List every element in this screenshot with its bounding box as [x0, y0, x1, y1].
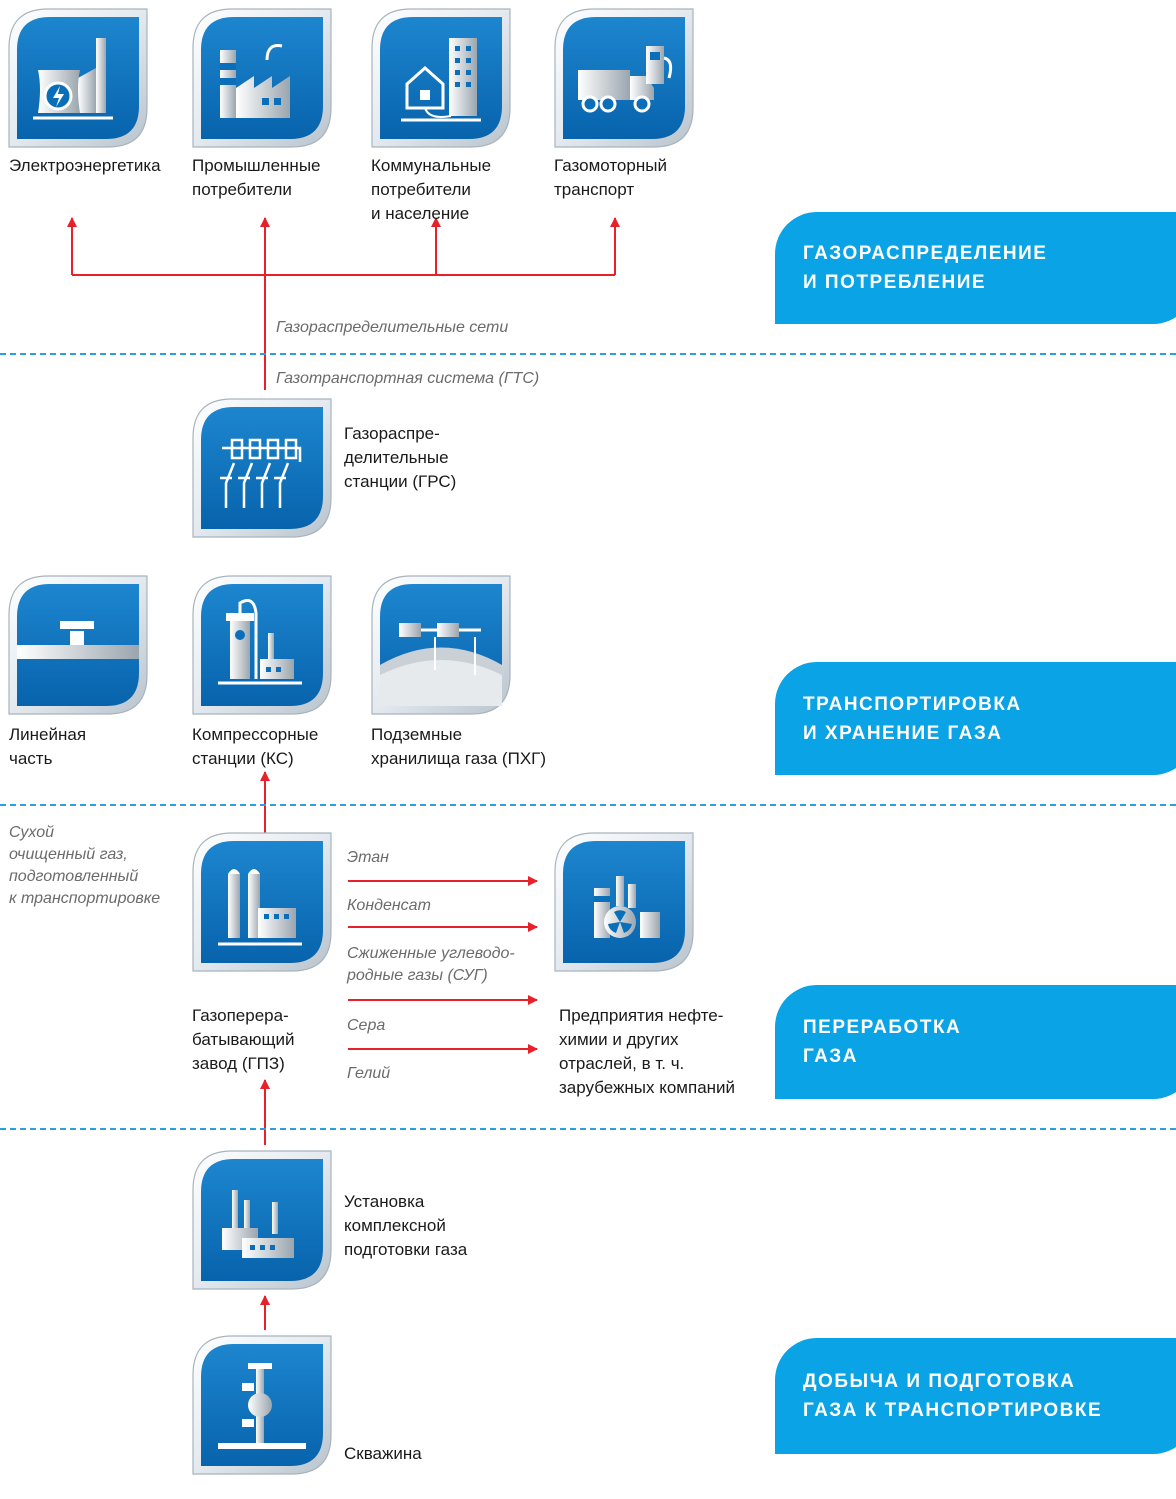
wellhead-icon — [192, 1335, 332, 1475]
petro-label: Предприятия нефте- химии и других отрасл… — [559, 1006, 736, 1097]
gpz-label: Газоперера- батывающий завод (ГПЗ) — [192, 1006, 295, 1073]
linear-label: Линейная часть — [9, 725, 87, 768]
section-banner-distribution: ГАЗОРАСПРЕДЕЛЕНИЕ И ПОТРЕБЛЕНИЕ — [775, 212, 1176, 324]
product-ethane: Этан — [347, 849, 389, 866]
consumer-label-power: Электроэнергетика — [9, 156, 161, 175]
ks-label: Компрессорные станции (КС) — [192, 725, 319, 768]
consumer-label-industry: Промышленные потребители — [192, 156, 321, 199]
well-label: Скважина — [344, 1444, 422, 1463]
pipeline-valve-icon — [8, 575, 148, 715]
flow-label-gts: Газотранспортная система (ГТС) — [276, 370, 540, 387]
petrochemical-icon — [554, 832, 694, 972]
product-lpg: Сжиженные углеводо- родные газы (СУГ) — [347, 945, 515, 984]
gas-processing-plant-icon — [192, 832, 332, 972]
section-divider — [0, 1128, 1176, 1130]
product-condensate: Конденсат — [347, 897, 431, 914]
gas-treatment-unit-icon — [192, 1150, 332, 1290]
underground-storage-icon — [371, 575, 511, 715]
factory-icon — [192, 8, 332, 148]
section-banner-processing: ПЕРЕРАБОТКА ГАЗА — [775, 985, 1176, 1099]
grs-label: Газораспре- делительные станции (ГРС) — [344, 424, 457, 491]
section-divider — [0, 353, 1176, 355]
product-helium: Гелий — [347, 1065, 391, 1082]
truck-fuel-icon — [554, 8, 694, 148]
section-banner-transportation: ТРАНСПОРТИРОВКА И ХРАНЕНИЕ ГАЗА — [775, 662, 1176, 775]
power-plant-icon — [8, 8, 148, 148]
product-sulfur: Сера — [347, 1017, 386, 1034]
consumer-label-transport: Газомоторный транспорт — [554, 156, 667, 199]
distribution-station-icon — [192, 398, 332, 538]
ukpg-label: Установка комплексной подготовки газа — [344, 1192, 468, 1259]
house-building-icon — [371, 8, 511, 148]
flow-label-distribution-networks: Газораспределительные сети — [276, 319, 509, 336]
consumer-label-municipal: Коммунальные потребители и население — [371, 156, 492, 223]
section-divider — [0, 804, 1176, 806]
flow-label-dry-gas: Сухой очищенный газ, подготовленный к тр… — [9, 824, 161, 907]
phg-label: Подземные хранилища газа (ПХГ) — [371, 725, 547, 768]
section-banner-production: ДОБЫЧА И ПОДГОТОВКА ГАЗА К ТРАНСПОРТИРОВ… — [775, 1338, 1176, 1454]
compressor-station-icon — [192, 575, 332, 715]
